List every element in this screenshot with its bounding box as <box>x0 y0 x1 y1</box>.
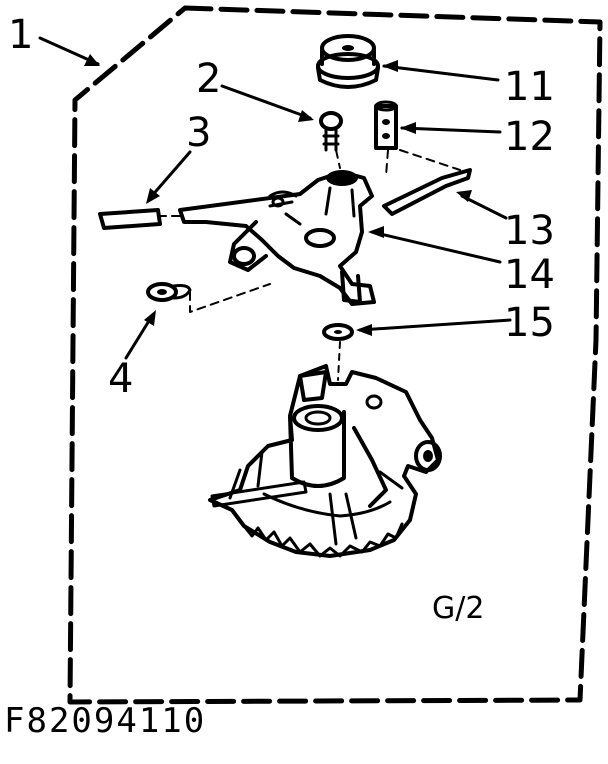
callout-13: 13 <box>504 208 555 254</box>
leader-1 <box>38 36 100 66</box>
bracket-part-14 <box>157 149 502 306</box>
clip-part-4 <box>124 282 271 360</box>
callout-4: 4 <box>108 356 133 402</box>
frame-outline <box>67 5 603 705</box>
gear-housing <box>208 364 442 558</box>
view-label: G/2 <box>432 591 484 626</box>
callout-12: 12 <box>504 114 555 160</box>
strip-part-3 <box>98 150 192 230</box>
lever-part-13 <box>382 168 508 220</box>
callout-11: 11 <box>504 64 555 110</box>
callout-15: 15 <box>504 300 555 346</box>
bushing-part-12 <box>374 100 502 150</box>
callout-3: 3 <box>186 110 211 156</box>
drawing-code: F82094110 <box>4 701 206 741</box>
screw-part-2 <box>220 84 343 152</box>
callout-1: 1 <box>8 12 33 58</box>
pulley-part-11 <box>316 34 500 89</box>
callout-2: 2 <box>196 56 221 102</box>
callout-14: 14 <box>504 252 555 298</box>
washer-part-15 <box>322 318 512 381</box>
